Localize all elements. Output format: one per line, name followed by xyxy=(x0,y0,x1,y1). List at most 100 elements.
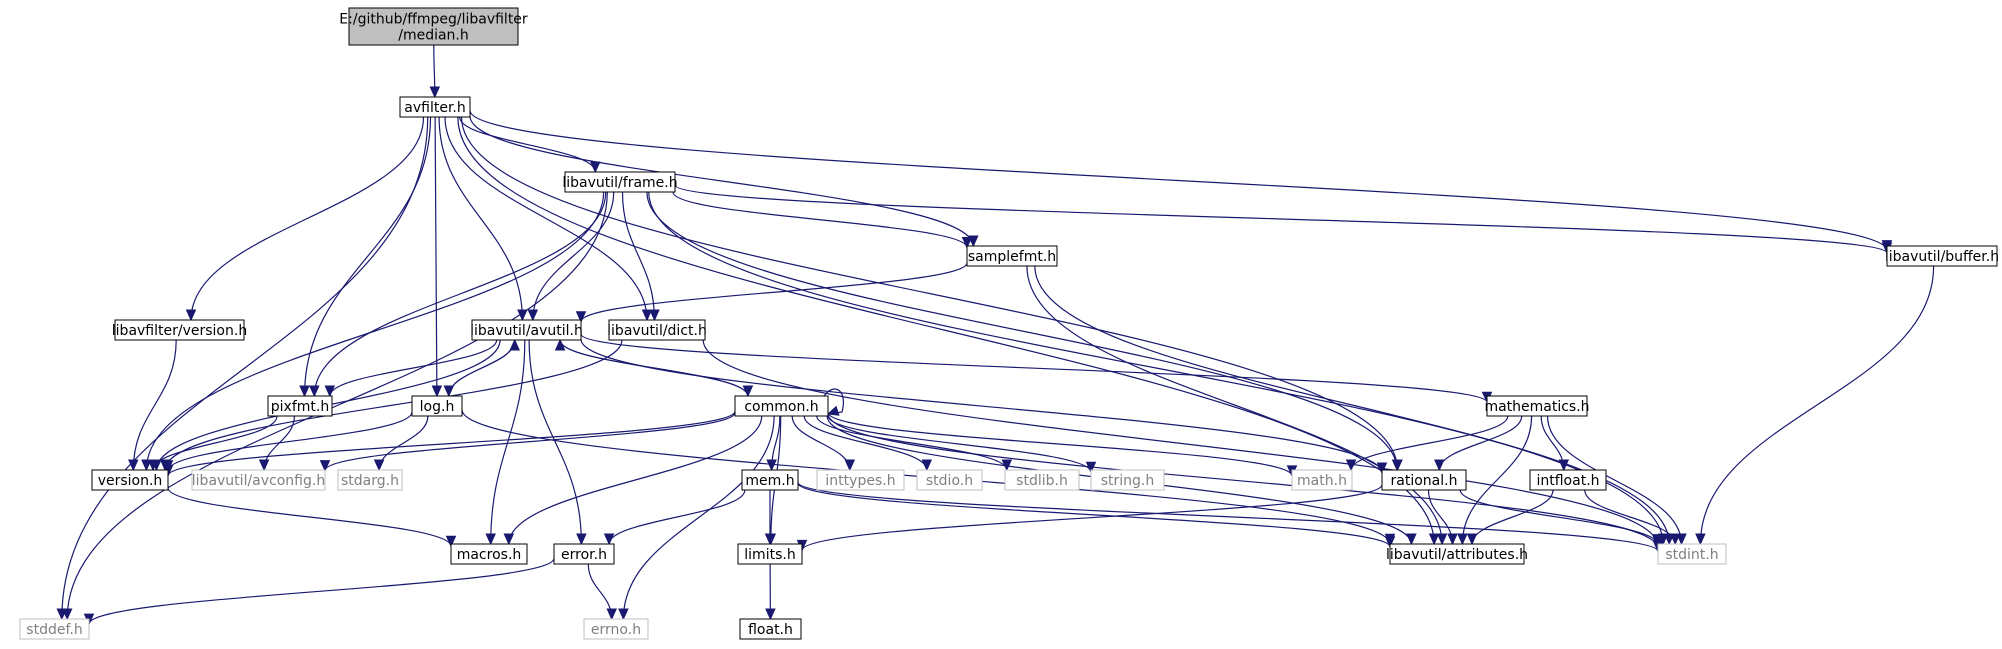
edge-common-to-version xyxy=(162,411,736,477)
edge-version-to-macros xyxy=(167,487,457,548)
edge-avfilter-to-rational xyxy=(460,116,1403,472)
node-log[interactable]: log.h xyxy=(411,395,463,417)
edge-common-to-avutil xyxy=(554,338,749,397)
edge-error-to-errno xyxy=(587,563,617,621)
node-box xyxy=(1291,469,1353,491)
node-mem[interactable]: mem.h xyxy=(741,469,799,491)
node-label: stdio.h xyxy=(926,473,973,489)
edge-samplefmt-to-attributes xyxy=(1026,265,1448,546)
node-label: libavutil/dict.h xyxy=(607,323,707,339)
edge-frame-to-stdint xyxy=(648,191,1669,546)
node-stdint: stdint.h xyxy=(1657,543,1727,565)
edge-avfilter-to-samplefmt xyxy=(469,115,979,248)
node-stddef: stddef.h xyxy=(19,618,90,640)
node-dict[interactable]: libavutil/dict.h xyxy=(607,319,707,341)
node-label: mathematics.h xyxy=(1484,399,1589,415)
node-error[interactable]: error.h xyxy=(553,543,615,565)
edge-common-to-math xyxy=(827,412,1298,478)
edge-frame-to-dict xyxy=(621,191,660,322)
node-label: math.h xyxy=(1297,473,1347,489)
node-mathematics[interactable]: mathematics.h xyxy=(1484,395,1590,417)
edge-avfilter-to-frame xyxy=(459,116,601,174)
edge-frame-to-buffer xyxy=(674,184,1893,255)
edge-avfilter-to-pixfmt xyxy=(299,116,432,398)
edge-mathematics-to-rational xyxy=(1434,415,1523,472)
node-samplefmt[interactable]: samplefmt.h xyxy=(966,245,1058,267)
node-label: stdlib.h xyxy=(1016,473,1068,489)
edge-buffer-to-stdint xyxy=(1695,265,1935,546)
node-label: avfilter.h xyxy=(404,100,465,116)
edge-avfilter-to-dict xyxy=(444,116,653,322)
node-errno: errno.h xyxy=(583,618,649,640)
edge-mem-to-limits xyxy=(764,490,776,546)
edge-samplefmt-to-avutil xyxy=(575,262,968,323)
edge-error-to-stddef xyxy=(83,557,555,626)
node-box xyxy=(1529,469,1607,491)
node-stdlib: stdlib.h xyxy=(1004,469,1080,491)
edge-mem-to-error xyxy=(603,489,746,546)
node-label: stddef.h xyxy=(26,622,82,638)
node-label: libavutil/avconfig.h xyxy=(192,473,325,489)
node-box xyxy=(1090,469,1165,491)
node-common[interactable]: common.h xyxy=(734,395,829,417)
edge-mathematics-to-intfloat xyxy=(1540,415,1570,472)
node-limits[interactable]: limits.h xyxy=(737,543,803,565)
node-box xyxy=(348,7,519,46)
node-macros[interactable]: macros.h xyxy=(450,543,528,565)
node-avfilter[interactable]: avfilter.h xyxy=(399,96,471,118)
node-layer: E:/github/ffmpeg/libavfilter/median.h avf… xyxy=(19,7,1999,640)
node-box xyxy=(553,543,615,565)
node-label: error.h xyxy=(561,547,607,563)
node-rational[interactable]: rational.h xyxy=(1381,469,1467,491)
node-label: version.h xyxy=(98,473,163,489)
node-box xyxy=(1389,543,1525,565)
node-box xyxy=(411,395,463,417)
node-box xyxy=(1486,395,1588,417)
edge-pixfmt-to-version xyxy=(147,415,278,472)
node-box xyxy=(114,319,245,341)
edge-rational-to-stdint xyxy=(1459,489,1664,546)
node-label: macros.h xyxy=(457,547,522,563)
edge-avfilter-to-avutil xyxy=(438,116,528,322)
node-box xyxy=(737,543,803,565)
edge-common-to-avconfig xyxy=(319,412,736,472)
node-label: libavutil/avutil.h xyxy=(470,323,583,339)
node-box xyxy=(741,469,799,491)
node-float[interactable]: float.h xyxy=(739,618,802,640)
edge-mem-to-attributes xyxy=(797,482,1396,549)
node-frame[interactable]: libavutil/frame.h xyxy=(562,171,678,193)
edge-avfilter-to-buffer xyxy=(469,110,1893,252)
edge-frame-to-stddef xyxy=(61,191,608,621)
node-box xyxy=(739,618,802,640)
node-median[interactable]: E:/github/ffmpeg/libavfilter/median.h xyxy=(339,7,528,46)
edge-layer xyxy=(56,44,1935,626)
edge-avfilter-to-stddef xyxy=(56,116,429,621)
edge-lfversion-to-version xyxy=(128,339,177,472)
node-avutil[interactable]: libavutil/avutil.h xyxy=(470,319,583,341)
node-box xyxy=(1004,469,1080,491)
edge-frame-to-pixfmt xyxy=(309,191,607,398)
node-label: E:/github/ffmpeg/libavfilter/median.h xyxy=(339,12,528,44)
edge-intfloat-to-attributes xyxy=(1466,489,1554,546)
node-box xyxy=(471,319,582,341)
edge-frame-to-rational xyxy=(646,191,1403,472)
node-box xyxy=(337,469,403,491)
node-pixfmt[interactable]: pixfmt.h xyxy=(267,395,333,417)
node-box xyxy=(450,543,528,565)
node-box xyxy=(816,469,905,491)
node-label: libavutil/attributes.h xyxy=(1386,547,1528,563)
node-version[interactable]: version.h xyxy=(91,469,169,491)
node-label: mem.h xyxy=(745,473,794,489)
node-intfloat[interactable]: intfloat.h xyxy=(1529,469,1607,491)
node-label: stdarg.h xyxy=(341,473,399,489)
node-label: libavfilter/version.h xyxy=(112,323,247,339)
edge-avfilter-to-lfversion xyxy=(185,116,425,322)
edge-mathematics-to-stdint xyxy=(1546,415,1687,546)
edge-frame-to-avutil xyxy=(527,191,615,322)
node-lfversion[interactable]: libavfilter/version.h xyxy=(112,319,247,341)
node-label: float.h xyxy=(748,622,793,638)
node-buffer[interactable]: libavutil/buffer.h xyxy=(1885,245,1999,267)
node-attributes[interactable]: libavutil/attributes.h xyxy=(1386,543,1528,565)
edge-common-to-macros xyxy=(503,415,763,546)
